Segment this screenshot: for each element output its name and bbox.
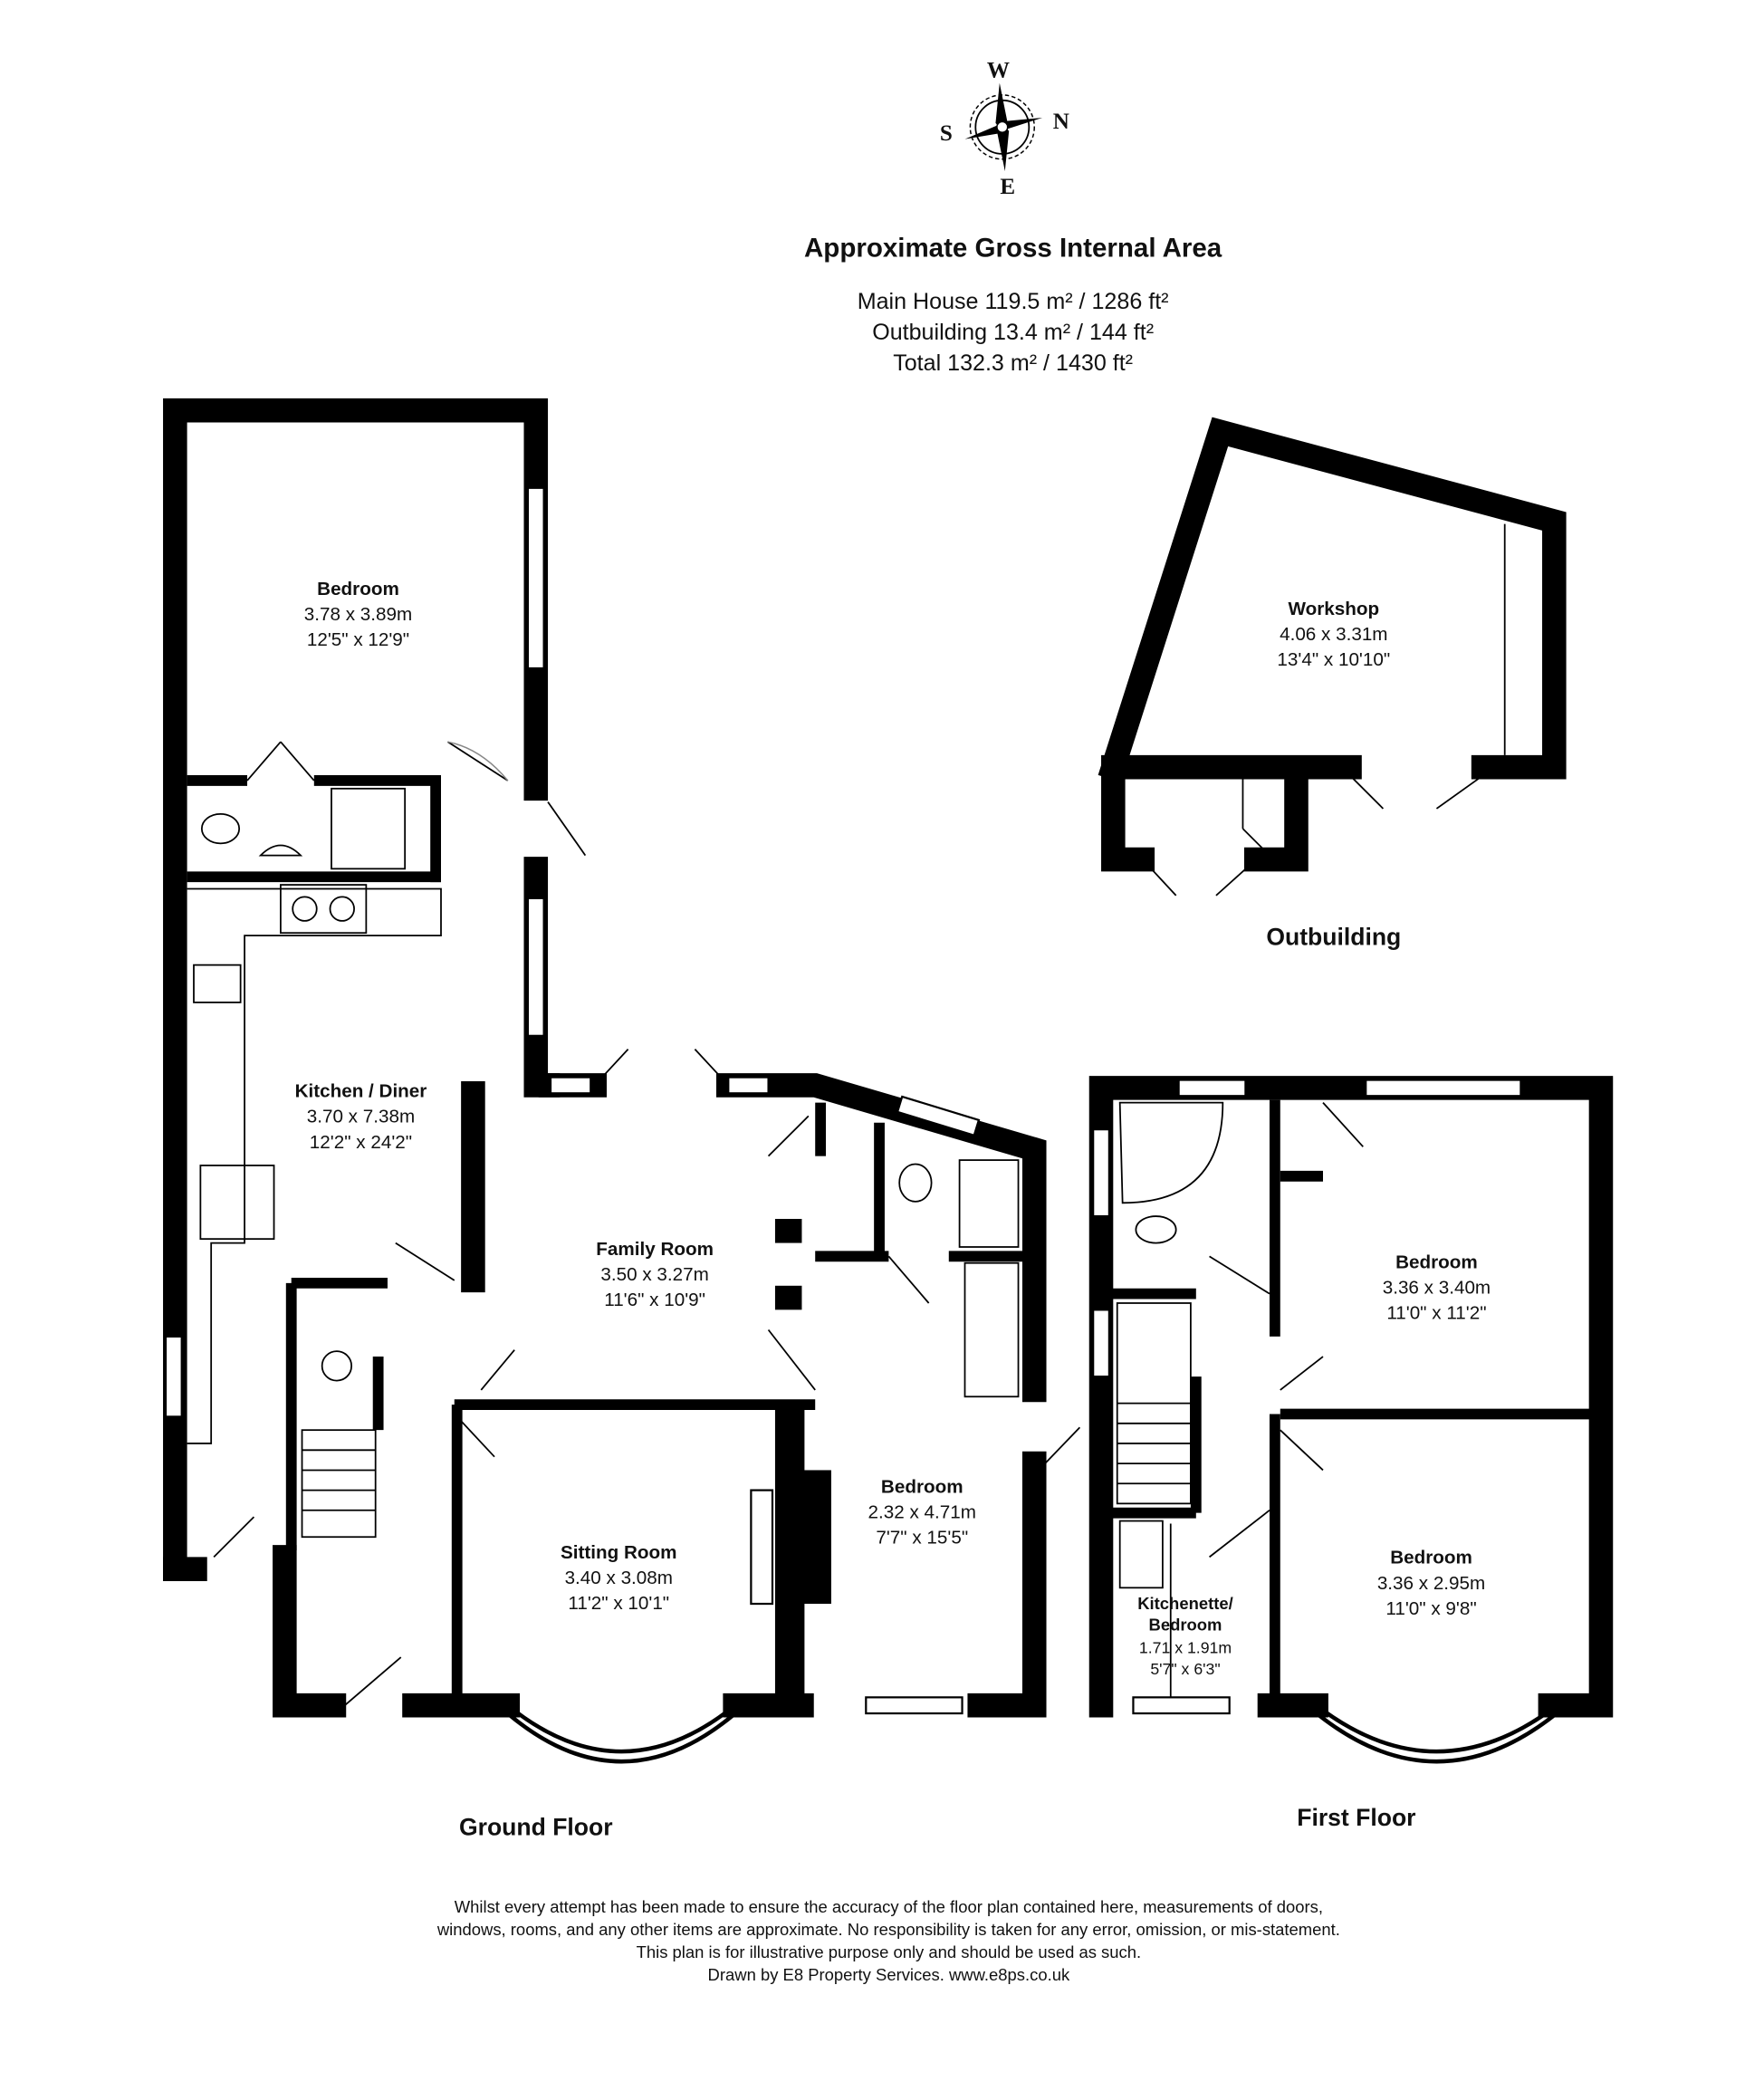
svg-text:3.50 x 3.27m: 3.50 x 3.27m	[600, 1264, 708, 1285]
room-bedroom-1: Bedroom 3.78 x 3.89m 12'5" x 12'9"	[304, 579, 412, 650]
svg-text:3.78 x 3.89m: 3.78 x 3.89m	[304, 604, 412, 625]
area-total: Total 132.3 m² / 1430 ft²	[893, 350, 1133, 376]
disclaimer: Whilst every attempt has been made to en…	[436, 1897, 1340, 1984]
room-kitchen-diner: Kitchen / Diner 3.70 x 7.38m 12'2" x 24'…	[295, 1081, 427, 1153]
svg-text:Family Room: Family Room	[596, 1239, 714, 1260]
svg-text:Bedroom: Bedroom	[881, 1477, 963, 1498]
room-ff-bedroom-1: Bedroom 3.36 x 3.40m 11'0" x 11'2"	[1383, 1252, 1491, 1324]
compass-n: N	[1053, 110, 1069, 134]
svg-text:1.71 x 1.91m: 1.71 x 1.91m	[1139, 1639, 1232, 1657]
svg-text:3.40 x 3.08m: 3.40 x 3.08m	[565, 1568, 673, 1588]
outbuilding-walls	[1098, 417, 1567, 897]
compass-w: W	[987, 59, 1010, 83]
compass-rose-icon: W N S E	[940, 59, 1069, 199]
svg-text:windows, rooms, and any other: windows, rooms, and any other items are …	[436, 1920, 1340, 1939]
svg-text:Kitchenette/: Kitchenette/	[1137, 1594, 1233, 1613]
area-title: Approximate Gross Internal Area	[804, 233, 1222, 263]
room-workshop: Workshop 4.06 x 3.31m 13'4" x 10'10"	[1277, 599, 1390, 670]
compass-s: S	[940, 121, 953, 146]
svg-text:Bedroom: Bedroom	[1149, 1616, 1222, 1635]
svg-text:11'0" x 11'2": 11'0" x 11'2"	[1386, 1303, 1486, 1324]
svg-text:This plan is for illustrative: This plan is for illustrative purpose on…	[637, 1942, 1142, 1961]
svg-text:12'2" x 24'2": 12'2" x 24'2"	[310, 1132, 412, 1153]
room-family-room: Family Room 3.50 x 3.27m 11'6" x 10'9"	[596, 1239, 714, 1310]
room-ff-bedroom-2: Bedroom 3.36 x 2.95m 11'0" x 9'8"	[1377, 1548, 1485, 1619]
room-kitchenette-bedroom: Kitchenette/ Bedroom 1.71 x 1.91m 5'7" x…	[1137, 1594, 1233, 1678]
ground-floor-label: Ground Floor	[459, 1813, 613, 1840]
svg-text:Kitchen / Diner: Kitchen / Diner	[295, 1081, 427, 1102]
svg-text:Drawn by E8 Property Services.: Drawn by E8 Property Services. www.e8ps.…	[708, 1965, 1070, 1984]
svg-text:4.06 x 3.31m: 4.06 x 3.31m	[1280, 624, 1387, 645]
svg-text:Bedroom: Bedroom	[1390, 1548, 1472, 1568]
room-sitting-room: Sitting Room 3.40 x 3.08m 11'2" x 10'1"	[561, 1542, 677, 1614]
svg-text:3.36 x 2.95m: 3.36 x 2.95m	[1377, 1573, 1485, 1594]
svg-text:11'6" x 10'9": 11'6" x 10'9"	[604, 1290, 705, 1310]
svg-text:Bedroom: Bedroom	[317, 579, 399, 599]
svg-text:11'0" x 9'8": 11'0" x 9'8"	[1385, 1598, 1476, 1619]
svg-text:7'7" x 15'5": 7'7" x 15'5"	[876, 1528, 968, 1549]
svg-text:Sitting Room: Sitting Room	[561, 1542, 677, 1563]
svg-text:5'7" x 6'3": 5'7" x 6'3"	[1150, 1660, 1220, 1678]
first-floor-stairs	[1116, 1302, 1192, 1505]
svg-text:Whilst every attempt has been: Whilst every attempt has been made to en…	[455, 1897, 1323, 1916]
svg-text:3.36 x 3.40m: 3.36 x 3.40m	[1383, 1278, 1491, 1299]
svg-text:13'4" x 10'10": 13'4" x 10'10"	[1277, 649, 1390, 670]
svg-text:2.32 x 4.71m: 2.32 x 4.71m	[868, 1502, 976, 1523]
first-floor-walls	[1088, 1076, 1614, 1764]
ground-floor-stairs	[301, 1429, 377, 1539]
area-outbuilding: Outbuilding 13.4 m² / 144 ft²	[872, 320, 1154, 345]
compass-e: E	[1000, 175, 1015, 199]
svg-text:11'2" x 10'1": 11'2" x 10'1"	[568, 1593, 669, 1614]
outbuilding-label: Outbuilding	[1266, 923, 1401, 950]
doors	[213, 741, 1081, 1706]
svg-text:3.70 x 7.38m: 3.70 x 7.38m	[307, 1107, 415, 1127]
svg-text:Bedroom: Bedroom	[1395, 1252, 1478, 1273]
ground-floor-walls	[163, 398, 1081, 1764]
area-main-house: Main House 119.5 m² / 1286 ft²	[858, 289, 1169, 314]
svg-text:Workshop: Workshop	[1289, 599, 1380, 619]
first-floor-label: First Floor	[1297, 1804, 1415, 1831]
room-bedroom-2: Bedroom 2.32 x 4.71m 7'7" x 15'5"	[868, 1477, 976, 1549]
svg-text:12'5" x 12'9": 12'5" x 12'9"	[307, 629, 409, 650]
